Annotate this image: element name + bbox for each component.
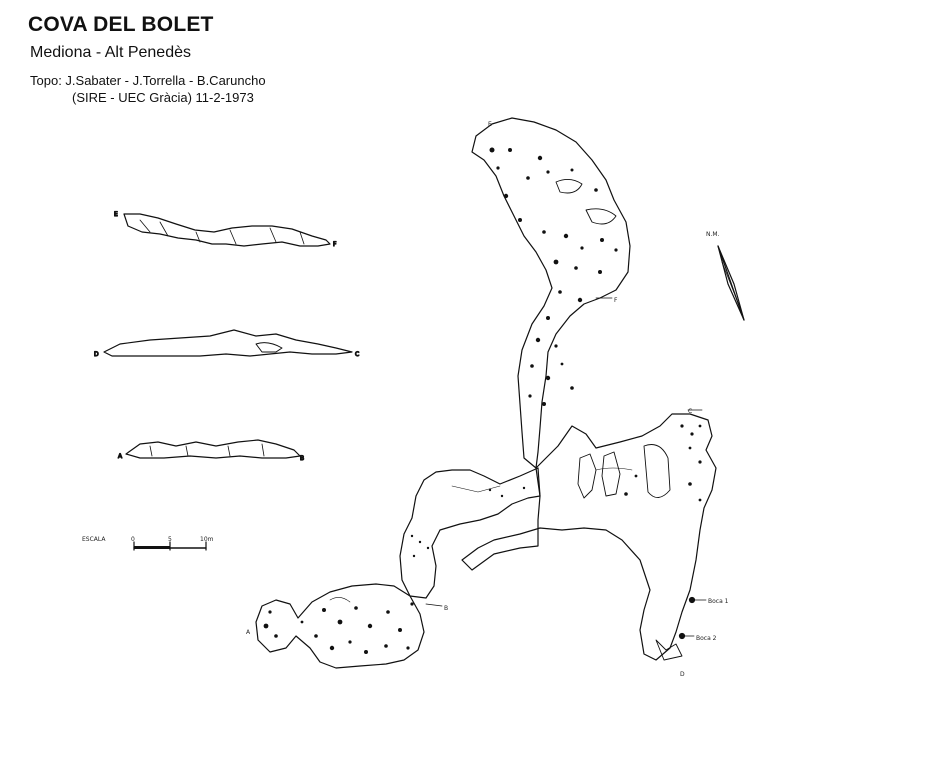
scale-tick-10m: 10m	[200, 536, 214, 543]
credits-club-date: (SIRE - UEC Gràcia) 11-2-1973	[72, 90, 254, 105]
map-location: Mediona - Alt Penedès	[30, 44, 191, 61]
cross-section-e-f	[123, 213, 331, 247]
entrance-label-boca-1: Boca 1	[708, 598, 729, 605]
section-label-f: F	[333, 241, 337, 248]
scale-tick-5: 5	[168, 536, 172, 543]
section-label-e: E	[114, 211, 118, 218]
credits-authors: Topo: J.Sabater - J.Torrella - B.Carunch…	[30, 73, 266, 88]
scale-label: ESCALA	[82, 536, 106, 543]
north-arrow-icon	[717, 245, 745, 321]
plan-label-d: D	[680, 671, 685, 678]
section-label-b: B	[300, 455, 304, 462]
plan-label-c: C	[688, 408, 692, 415]
section-label-c: C	[355, 351, 359, 358]
plan-label-e: E	[488, 121, 492, 128]
section-label-a: A	[118, 453, 123, 460]
scale-bar	[133, 541, 207, 551]
boulder-rubble	[263, 147, 702, 654]
map-credits: Topo: J.Sabater - J.Torrella - B.Carunch…	[30, 72, 266, 106]
plan-label-b: B	[444, 605, 448, 612]
plan-label-f: F	[614, 297, 618, 304]
north-arrow-label: N.M.	[706, 231, 720, 238]
map-title: COVA DEL BOLET	[28, 13, 214, 36]
cave-plan	[255, 117, 717, 669]
cross-section-a-b	[125, 439, 301, 459]
entrance-markers	[425, 297, 707, 661]
entrance-label-boca-2: Boca 2	[696, 635, 717, 642]
scale-tick-0: 0	[131, 536, 135, 543]
plan-label-a: A	[246, 629, 251, 636]
cross-section-d-c	[103, 329, 353, 357]
section-label-d: D	[94, 351, 99, 358]
